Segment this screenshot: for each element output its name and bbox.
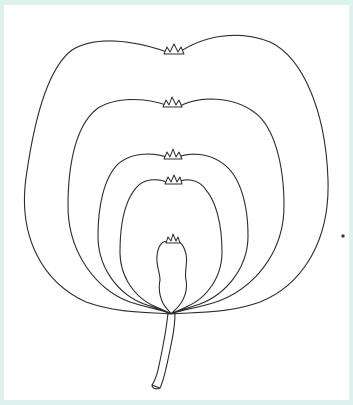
calyx-icon <box>165 175 182 184</box>
pear-outline-stage-1 <box>157 242 187 314</box>
calyx-icon <box>166 234 180 243</box>
edge-dot-icon <box>341 234 344 237</box>
pear-outline-stage-2 <box>120 180 222 314</box>
pear-stem <box>152 313 175 388</box>
calyx-icon <box>163 97 182 107</box>
calyx-icon <box>164 44 184 54</box>
calyx-icon <box>164 149 182 159</box>
